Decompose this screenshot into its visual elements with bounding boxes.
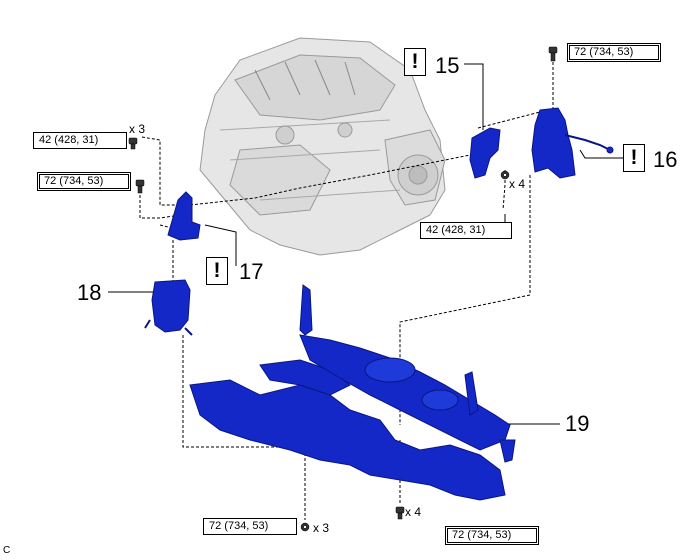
quantity-label: x 4: [509, 177, 526, 191]
torque-spec-label: 72 (734, 53): [445, 526, 539, 545]
bolt-icon: [135, 179, 145, 194]
quantity-label: x 3: [313, 521, 330, 535]
callout-number: 16: [653, 147, 678, 172]
torque-spec-label: 72 (734, 53): [567, 43, 661, 62]
caution-icon: !: [623, 144, 645, 172]
caution-icon: !: [404, 48, 426, 76]
part-16-engine-mount-rh: [531, 107, 614, 179]
torque-spec-label: 72 (734, 53): [203, 518, 297, 535]
torque-spec-label: 72 (734, 53): [37, 172, 131, 191]
bolt-icon: [395, 506, 405, 520]
part-15-bracket: [469, 127, 501, 179]
quantity-label: x 3: [129, 122, 146, 136]
nut-icon: [300, 522, 310, 532]
callout-number: 19: [565, 411, 590, 436]
bolt-icon: [548, 46, 558, 62]
dashed-leaders: [139, 62, 554, 520]
nut-icon: [500, 170, 510, 180]
part-19-crossmember: [189, 284, 516, 501]
torque-spec-label: 42 (428, 31): [420, 222, 512, 239]
fasteners: [128, 46, 558, 532]
figure-code: C: [3, 545, 11, 556]
quantity-label: x 4: [405, 505, 422, 519]
callout-number: 17: [239, 259, 264, 284]
bolt-icon: [128, 137, 138, 150]
engine-assembly: [199, 37, 446, 256]
callout-number: 18: [77, 280, 102, 305]
caution-icon: !: [206, 257, 228, 285]
part-18-engine-mount-lh: [144, 279, 193, 336]
callout-number: 15: [435, 53, 460, 78]
part-17-mount-bracket: [167, 191, 201, 241]
torque-spec-label: 42 (428, 31): [33, 132, 127, 149]
